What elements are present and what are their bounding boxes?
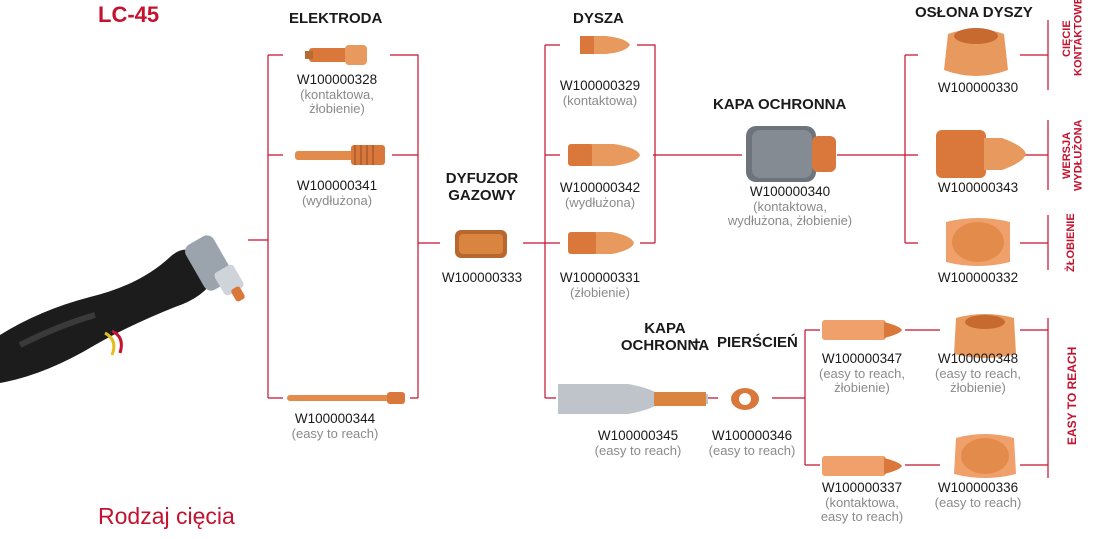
shield-330-image <box>944 28 1008 76</box>
part-k340[interactable]: W100000340 (kontaktowa, wydłużona, żłobi… <box>727 184 853 229</box>
header-dysza: DYSZA <box>573 10 624 27</box>
part-d331[interactable]: W100000331 (żłobienie) <box>559 270 641 300</box>
part-s336[interactable]: W100000336 (easy to reach) <box>934 480 1022 510</box>
part-e341[interactable]: W100000341 (wydłużona) <box>296 178 378 208</box>
header-kapa-ochronna: KAPA OCHRONNA <box>713 96 847 113</box>
part-g333[interactable]: W100000333 <box>441 270 523 285</box>
plasma-torch-image <box>0 235 245 383</box>
nozzle-331-image <box>568 232 634 254</box>
side-label-easy-to-reach: EASY TO REACH <box>1065 346 1079 446</box>
shield-343-image <box>936 130 1026 178</box>
nozzle-342-image <box>568 144 640 166</box>
part-o343[interactable]: W100000343 <box>937 180 1019 195</box>
model-label: LC-45 <box>98 2 160 27</box>
part-o330[interactable]: W100000330 <box>937 80 1019 95</box>
shield-348-image <box>954 314 1016 358</box>
header-oslona: OSŁONA DYSZY <box>915 4 1033 21</box>
part-d329[interactable]: W100000329 (kontaktowa) <box>559 78 641 108</box>
retaining-cap-340-image <box>746 126 836 182</box>
part-s348[interactable]: W100000348 (easy to reach, żłobienie) <box>935 351 1021 396</box>
nozzle-329-image <box>580 36 630 54</box>
part-o332[interactable]: W100000332 <box>937 270 1019 285</box>
header-pierscien: PIERŚCIEŃ <box>717 334 798 351</box>
part-r346[interactable]: W100000346 (easy to reach) <box>708 428 796 458</box>
part-d342[interactable]: W100000342 (wydłużona) <box>559 180 641 210</box>
nozzle-347-image <box>822 320 902 340</box>
part-n337[interactable]: W100000337 (kontaktowa, easy to reach) <box>820 480 904 525</box>
section-title: Rodzaj cięcia <box>98 503 235 529</box>
part-k345[interactable]: W100000345 (easy to reach) <box>594 428 682 458</box>
retaining-cap-345-image <box>558 384 708 414</box>
side-label-zlobienie: ŻŁOBIENIE <box>1065 213 1077 272</box>
gas-diffuser-image <box>455 230 507 258</box>
nozzle-337-image <box>822 456 902 476</box>
electrode-341-image <box>295 145 385 165</box>
part-e344[interactable]: W100000344 (easy to reach) <box>291 411 379 441</box>
plus-sign: + <box>692 334 701 351</box>
part-n347[interactable]: W100000347 (easy to reach, żłobienie) <box>819 351 905 396</box>
electrode-328-image <box>305 45 367 65</box>
electrode-344-image <box>287 392 405 404</box>
shield-332-image <box>946 218 1010 266</box>
shield-336-image <box>954 434 1016 478</box>
part-e328[interactable]: W100000328 (kontaktowa, żłobienie) <box>296 72 378 117</box>
header-elektroda: ELEKTRODA <box>289 10 383 27</box>
ring-346-image <box>731 388 759 410</box>
